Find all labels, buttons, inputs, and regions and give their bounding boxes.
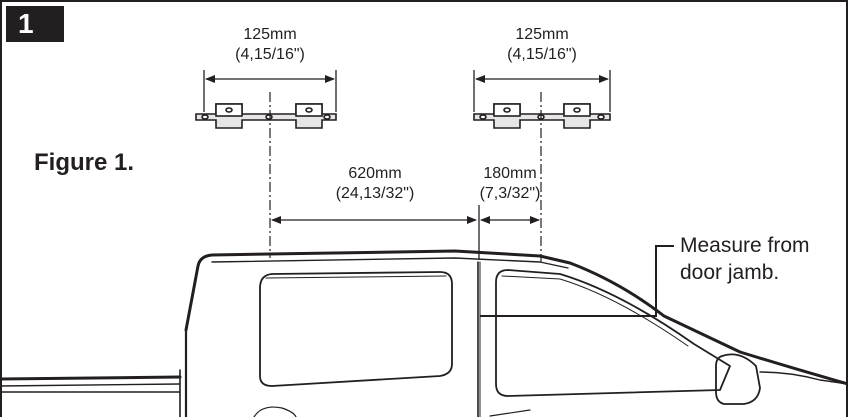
dim-spacing-imperial: (24,13/32") bbox=[335, 185, 415, 202]
dim-bracket-left-metric: 125mm bbox=[243, 26, 297, 43]
dim-bracket-left-imperial: (4,15/16") bbox=[235, 46, 305, 63]
dim-bracket-right-metric: 125mm bbox=[515, 26, 569, 43]
dim-spacing-metric: 620mm bbox=[348, 165, 402, 182]
step-number-badge: 1 bbox=[6, 6, 64, 42]
bracket-width-dimension-left bbox=[203, 70, 337, 112]
dim-jamb-imperial: (7,3/32") bbox=[479, 185, 541, 202]
callout-line-1: Measure from bbox=[680, 234, 810, 257]
figure-title: Figure 1. bbox=[34, 149, 135, 176]
dim-bracket-right-imperial: (4,15/16") bbox=[507, 46, 577, 63]
bracket-right-icon bbox=[473, 103, 611, 129]
bracket-width-dimension-right bbox=[473, 70, 611, 112]
spacing-dimension bbox=[271, 205, 540, 260]
dim-jamb-metric: 180mm bbox=[483, 165, 537, 182]
bracket-left-icon bbox=[195, 103, 337, 129]
callout-leader-line bbox=[480, 245, 674, 317]
bracket-center-lines bbox=[269, 92, 542, 262]
vehicle-cab-outline bbox=[0, 249, 848, 417]
callout-line-2: door jamb. bbox=[680, 261, 780, 284]
